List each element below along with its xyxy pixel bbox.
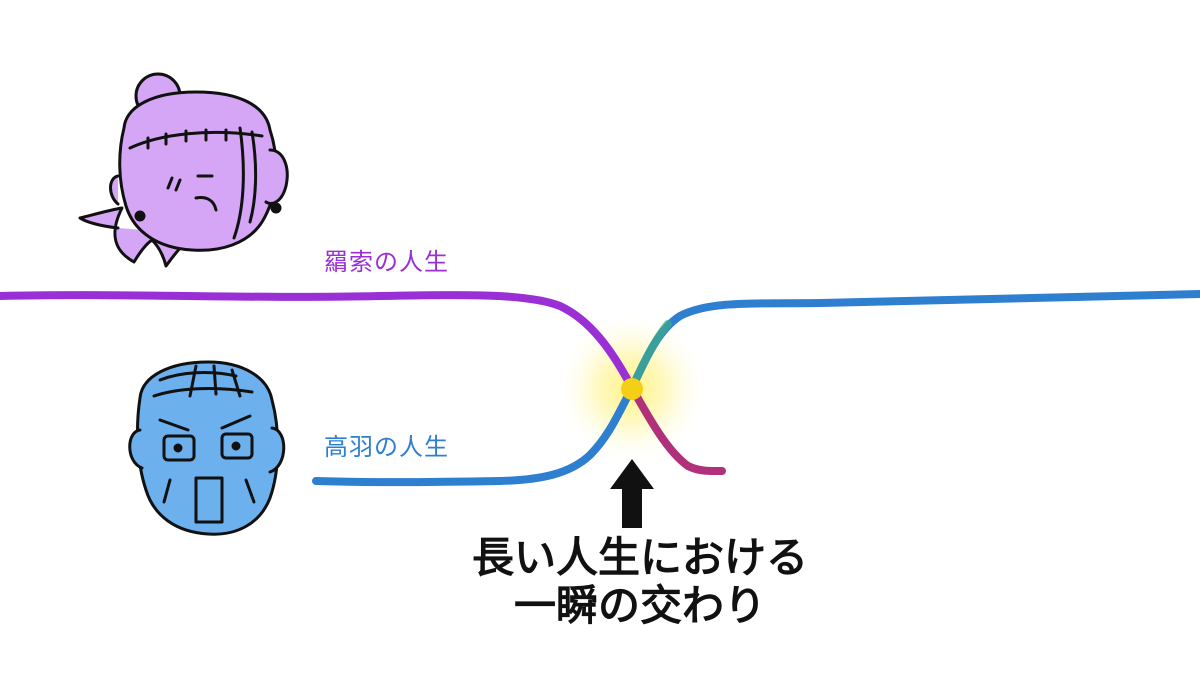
caption: 長い人生における 一瞬の交わり (420, 534, 860, 630)
intersection-dot (621, 378, 643, 400)
top-life-line (0, 291, 636, 392)
top-life-label: 羂索の人生 (324, 248, 449, 276)
caption-line-1: 長い人生における (471, 533, 808, 582)
bottom-life-label: 高羽の人生 (324, 433, 449, 461)
caption-line-2: 一瞬の交わり (513, 581, 766, 630)
bottom-life-line (312, 384, 636, 487)
up-arrow-icon (610, 459, 654, 528)
purple-character-face-icon (78, 72, 289, 268)
bottom-life-line-continuation (628, 290, 1200, 392)
blue-character-face-icon (128, 360, 286, 536)
